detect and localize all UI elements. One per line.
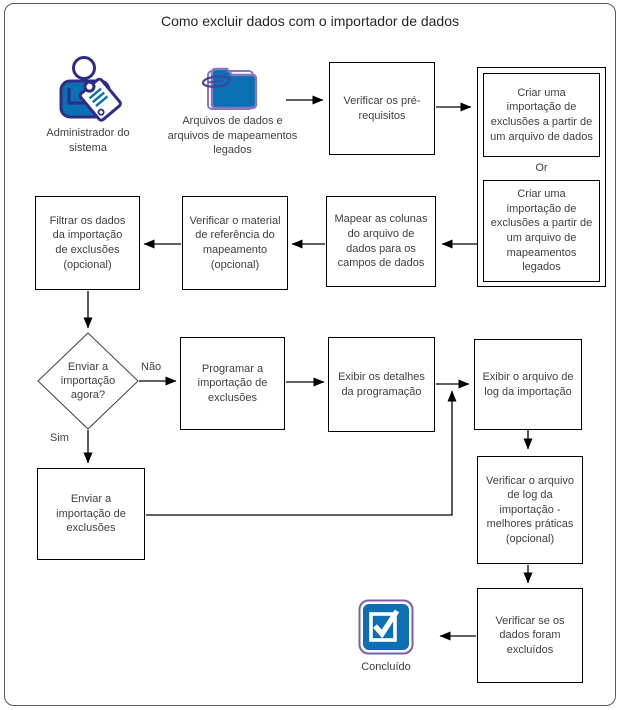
decision-no-label: Não bbox=[141, 361, 162, 373]
administrator-icon bbox=[59, 56, 122, 122]
data-files-label: Arquivos de dados e arquivos de mapeamen… bbox=[167, 115, 298, 157]
decision-diamond bbox=[37, 332, 139, 430]
step-verify-reference-material: Verificar o material de referência do ma… bbox=[182, 196, 288, 290]
step-create-from-legacy-mappings: Criar uma importação de exclusões a part… bbox=[483, 180, 600, 282]
step-verify-data-deleted: Verificar se os dados foram excluídos bbox=[477, 588, 583, 683]
step-create-from-data-file: Criar uma importação de exclusões a part… bbox=[483, 73, 600, 157]
step-view-import-log: Exibir o arquivo de log da importação bbox=[474, 339, 582, 430]
completed-checkbox-icon bbox=[358, 599, 414, 655]
decision-question: Enviar a importação agora? bbox=[60, 360, 116, 402]
step-schedule-import: Programar a importação de exclusões bbox=[180, 337, 285, 430]
step-filter-data: Filtrar os dados da importação de exclus… bbox=[35, 196, 140, 290]
administrator-label: Administrador do sistema bbox=[46, 127, 130, 154]
page-title: Como excluir dados com o importador de d… bbox=[160, 13, 460, 29]
step-view-schedule-details: Exibir os detalhes da programação bbox=[328, 337, 435, 432]
arrow-submit-to-log bbox=[146, 390, 457, 516]
data-files-folder-icon bbox=[201, 67, 258, 110]
step-map-columns: Mapear as colunas do arquivo de dados pa… bbox=[326, 196, 436, 287]
step-verify-import-log: Verificar o arquivo de log da importação… bbox=[477, 456, 583, 564]
or-label: Or bbox=[535, 162, 548, 174]
page-border bbox=[4, 3, 616, 706]
decision-yes-label: Sim bbox=[50, 432, 69, 444]
completed-label: Concluído bbox=[361, 661, 411, 673]
step-submit-import: Enviar a importação de exclusões bbox=[37, 468, 145, 560]
step-verify-prerequisites: Verificar os pré-requisitos bbox=[329, 62, 435, 155]
